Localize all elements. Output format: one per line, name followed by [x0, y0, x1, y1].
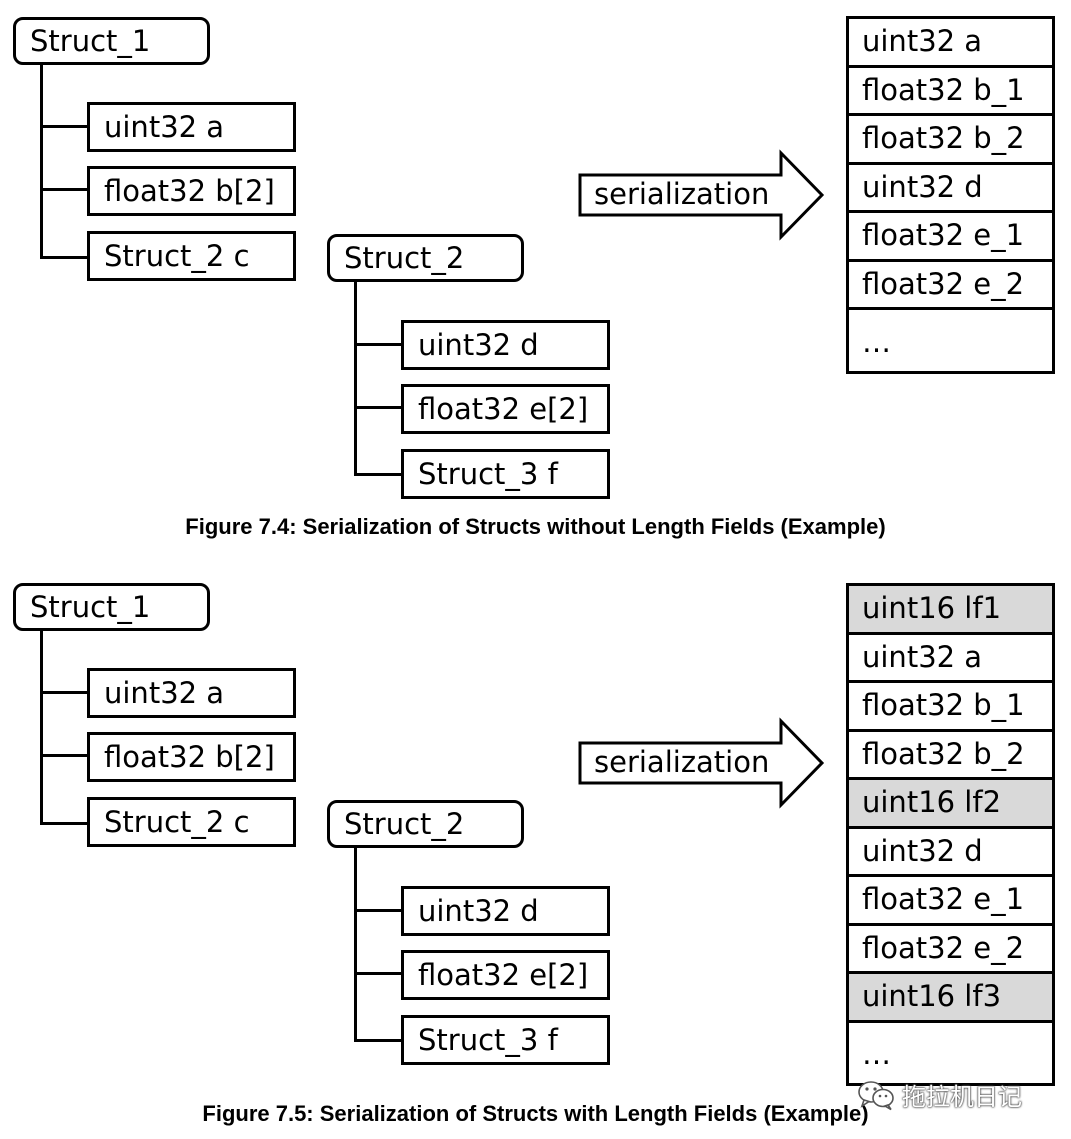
struct1-tree-branch [40, 125, 89, 128]
serialized-field: uint32 a [849, 635, 1052, 683]
serialized-field: float32 e_2 [849, 926, 1052, 974]
struct2-tree-trunk [354, 280, 357, 476]
figure-caption: Figure 7.4: Serialization of Structs wit… [185, 514, 886, 539]
struct1-tree-branch [40, 754, 89, 757]
struct1-member-c: Struct_2 c [87, 797, 296, 847]
struct2-member-e: float32 e[2] [401, 950, 610, 1000]
struct2-member-d: uint32 d [401, 320, 610, 370]
struct1-member-a: uint32 a [87, 102, 296, 152]
serialized-continuation: … [862, 325, 891, 359]
struct2-member-f: Struct_3 f [401, 1015, 610, 1065]
serialization-arrow [578, 717, 825, 809]
figure-with-length-fields: Struct_1 uint32 a float32 b[2] Struct_2 … [0, 566, 1071, 1139]
struct2-tree-branch [354, 343, 403, 346]
serialization-label: serialization [594, 745, 770, 779]
serialized-field: float32 b_2 [849, 732, 1052, 780]
figure-without-length-fields: Struct_1 uint32 a float32 b[2] Struct_2 … [0, 0, 1071, 560]
serialized-field: float32 e_1 [849, 213, 1052, 262]
struct1-tree-branch [40, 256, 89, 259]
struct2-member-f: Struct_3 f [401, 449, 610, 499]
struct1-member-b: float32 b[2] [87, 732, 296, 782]
figure-caption: Figure 7.5: Serialization of Structs wit… [202, 1101, 869, 1126]
struct2-tree-branch [354, 972, 403, 975]
serialized-field: float32 b_2 [849, 116, 1052, 165]
struct2-tree-branch [354, 473, 403, 476]
serialized-field: float32 e_1 [849, 877, 1052, 926]
struct1-tree-branch [40, 691, 89, 694]
struct1-tree-trunk [40, 63, 43, 259]
struct2-header: Struct_2 [327, 800, 524, 848]
struct2-tree-branch [354, 406, 403, 409]
watermark: 拖拉机日记 [856, 1077, 1022, 1112]
struct1-member-b: float32 b[2] [87, 166, 296, 216]
wechat-icon [858, 1080, 894, 1110]
serialized-length-field: uint16 lf1 [849, 586, 1052, 635]
struct1-tree-branch [40, 188, 89, 191]
struct1-tree-trunk [40, 629, 43, 825]
struct1-tree-branch [40, 822, 89, 825]
struct1-member-c: Struct_2 c [87, 231, 296, 281]
struct2-tree-branch [354, 1039, 403, 1042]
serialization-arrow [578, 149, 825, 241]
struct1-header: Struct_1 [13, 583, 210, 631]
struct2-header: Struct_2 [327, 234, 524, 282]
struct1-member-a: uint32 a [87, 668, 296, 718]
watermark-text: 拖拉机日记 [902, 1083, 1022, 1111]
serialized-length-field: uint16 lf3 [849, 974, 1052, 1023]
struct2-tree-trunk [354, 846, 357, 1042]
serialized-field: uint32 d [849, 829, 1052, 877]
serialized-field: float32 e_2 [849, 262, 1052, 310]
struct2-member-d: uint32 d [401, 886, 610, 936]
serialized-field: uint32 a [849, 19, 1052, 68]
struct1-header: Struct_1 [13, 17, 210, 65]
struct2-member-e: float32 e[2] [401, 384, 610, 434]
serialization-label: serialization [594, 177, 770, 211]
serialized-field: float32 b_1 [849, 683, 1052, 732]
serialized-field: float32 b_1 [849, 68, 1052, 116]
serialized-field: uint32 d [849, 165, 1052, 213]
struct2-tree-branch [354, 909, 403, 912]
serialized-continuation: … [862, 1037, 891, 1071]
serialized-length-field: uint16 lf2 [849, 780, 1052, 829]
